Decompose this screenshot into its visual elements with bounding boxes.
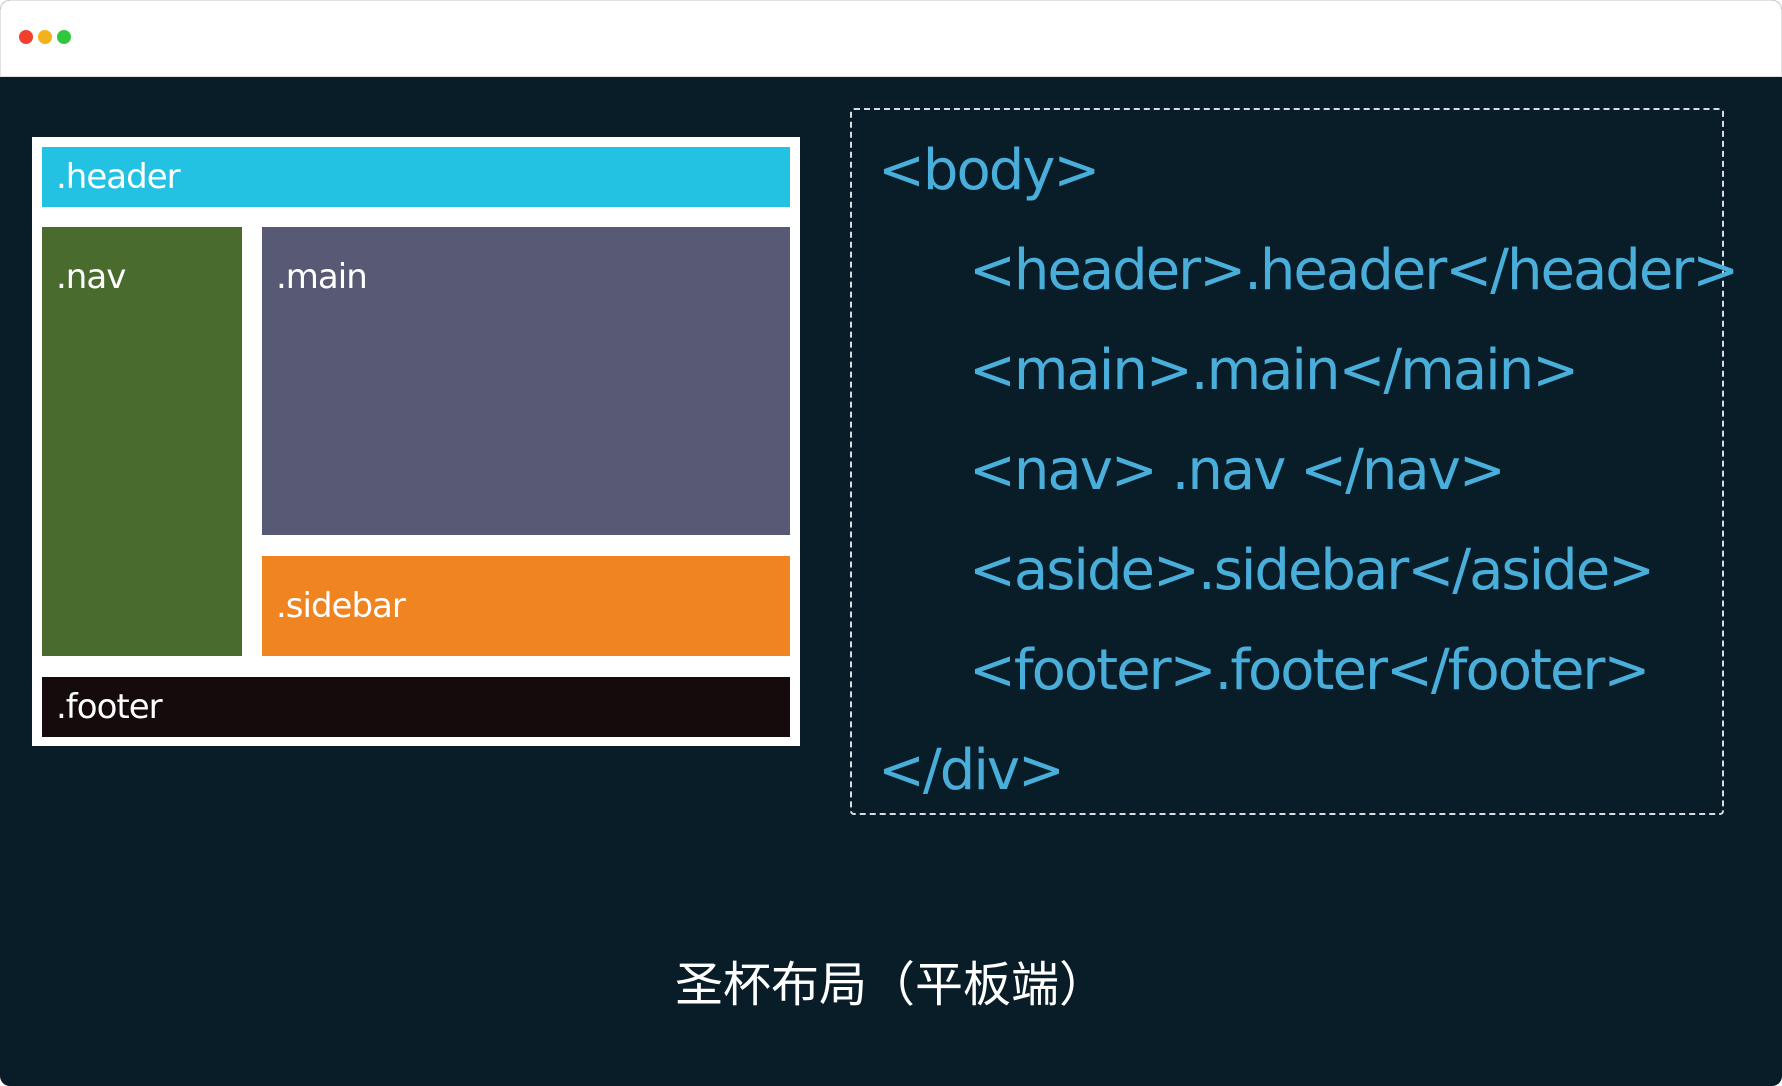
maximize-window-icon[interactable] [57,30,71,44]
code-line: <nav> .nav </nav> [969,438,1506,503]
code-line: <aside>.sidebar</aside> [969,538,1655,603]
main-label: .main [276,257,368,297]
code-panel: <body> <header>.header</header> <main>.m… [850,108,1739,815]
code-line: <header>.header</header> [969,238,1739,303]
minimize-window-icon[interactable] [38,30,52,44]
diagram-caption: 圣杯布局（平板端） [674,957,1107,1013]
code-line: <body> [878,138,1100,203]
header-region: .header [42,147,790,207]
header-label: .header [56,157,181,197]
sidebar-label: .sidebar [276,586,406,626]
layout-preview: .header .nav .main .sidebar .footer [32,137,800,746]
sidebar-region: .sidebar [262,556,790,656]
code-line: <footer>.footer</footer> [969,638,1650,703]
footer-label: .footer [56,687,163,727]
main-region: .main [262,227,790,535]
nav-label: .nav [56,257,126,297]
window-titlebar [0,0,1782,77]
code-line: <main>.main</main> [969,338,1579,403]
nav-region: .nav [42,227,242,656]
code-line: </div> [878,738,1065,803]
close-window-icon[interactable] [19,30,33,44]
footer-region: .footer [42,677,790,737]
